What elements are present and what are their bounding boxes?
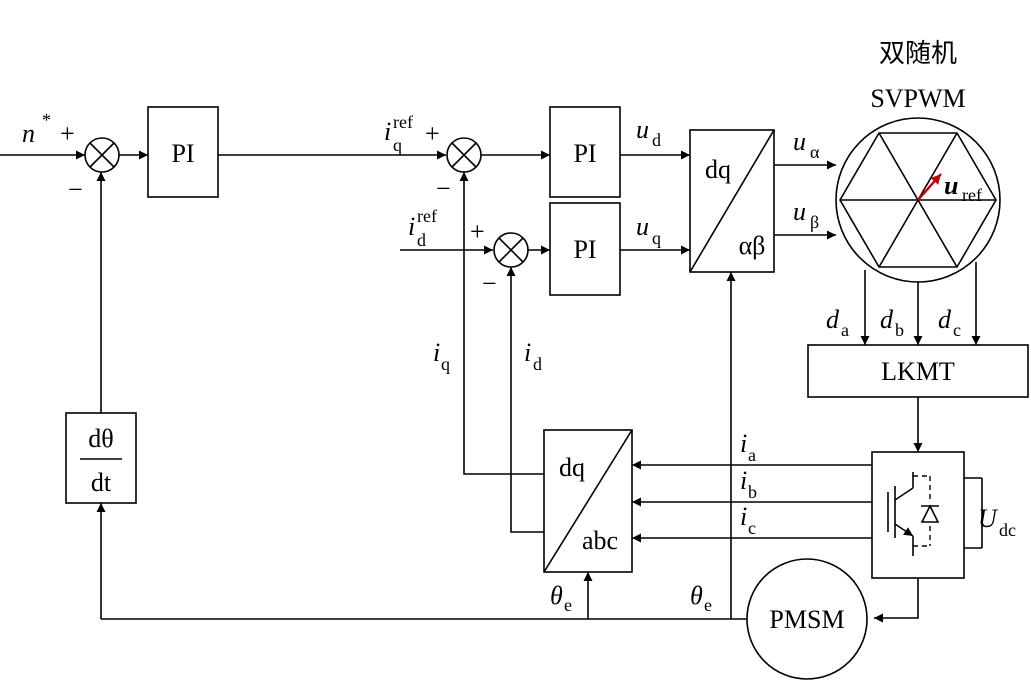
da-sub: a [841,320,849,340]
speed-sum-minus: − [68,175,83,204]
uref-vector-arrow [917,173,942,201]
id-ref-sup: ref [417,206,437,226]
id-feedback-label: i [524,338,531,367]
ud-label: u [636,115,649,144]
id-ref-label: i [408,212,415,241]
id-sum-plus: + [470,217,485,246]
n-star-sup: * [42,110,51,130]
iq-ref-sup: ref [393,112,413,132]
lkmt-block [807,344,1029,398]
theta-e2-sub: e [704,595,712,615]
ia-sub: a [748,445,756,465]
dq-abc-bottom-label: abc [582,526,618,555]
dq-abc-top-label: dq [559,453,585,482]
iq-ref-sub: q [393,135,402,155]
inverter-block [871,451,965,579]
ubeta-sub: β [810,212,819,232]
derivative-denominator: dt [91,468,112,497]
iq-feedback-sub: q [441,354,450,374]
pi-speed-block [147,106,219,198]
dq-ab-bottom-label: αβ [739,231,766,260]
speed-sum-plus: + [60,119,75,148]
iq-summing-junction [446,137,482,173]
uref-label: u [944,171,958,200]
abc-to-dq-diagonal [543,429,633,573]
udc-sub: dc [999,520,1016,540]
uq-label: u [636,212,649,241]
ia-label: i [740,429,747,458]
iq-sum-minus: − [436,174,451,203]
pi-d-label: PI [573,235,596,264]
svpwm-title-line2: SVPWM [870,84,965,113]
uref-sub: ref [962,185,982,205]
iq-ref-label: i [384,117,391,146]
ic-label: i [740,502,747,531]
dc-sub: c [953,320,961,340]
ubeta-label: u [793,197,806,226]
id-ref-sub: d [417,230,426,250]
derivative-numerator: dθ [88,424,113,453]
id-feedback-wire [506,267,544,533]
iq-feedback-wire [459,172,544,475]
uq-sub: q [652,228,661,248]
pi-d-block [549,202,621,296]
pi-speed-label: PI [171,139,194,168]
pi-q-label: PI [573,139,596,168]
svpwm-title-line1: 双随机 [879,39,957,69]
ic-sub: c [748,518,756,538]
ib-label: i [740,466,747,495]
ualpha-label: u [793,127,806,156]
db-label: d [880,305,894,334]
lkmt-label: LKMT [881,357,955,386]
n-star-label: n [22,119,35,148]
id-sum-minus: − [482,269,497,298]
theta-e1-sub: e [564,595,572,615]
pmsm-label: PMSM [769,605,844,634]
dq-to-alphabeta-diagonal [689,129,775,273]
udc-label: U [978,504,999,533]
theta-e2-label: θ [690,581,703,610]
derivative-block [65,412,137,504]
svpwm-hexagon-diagram [835,117,1001,283]
ualpha-sub: α [810,142,820,162]
pi-q-block [549,106,621,198]
dc-label: d [938,305,952,334]
inverter-to-pmsm-wire [874,578,919,623]
da-label: d [826,305,840,334]
ib-sub: b [748,482,757,502]
iq-feedback-label: i [433,338,440,367]
speed-summing-junction [84,137,120,173]
id-summing-junction [493,232,529,268]
theta-e1-label: θ [550,581,563,610]
iq-sum-plus: + [425,119,440,148]
ud-sub: d [652,130,661,150]
dq-ab-top-label: dq [705,155,731,184]
id-feedback-sub: d [533,354,542,374]
db-sub: b [895,320,904,340]
